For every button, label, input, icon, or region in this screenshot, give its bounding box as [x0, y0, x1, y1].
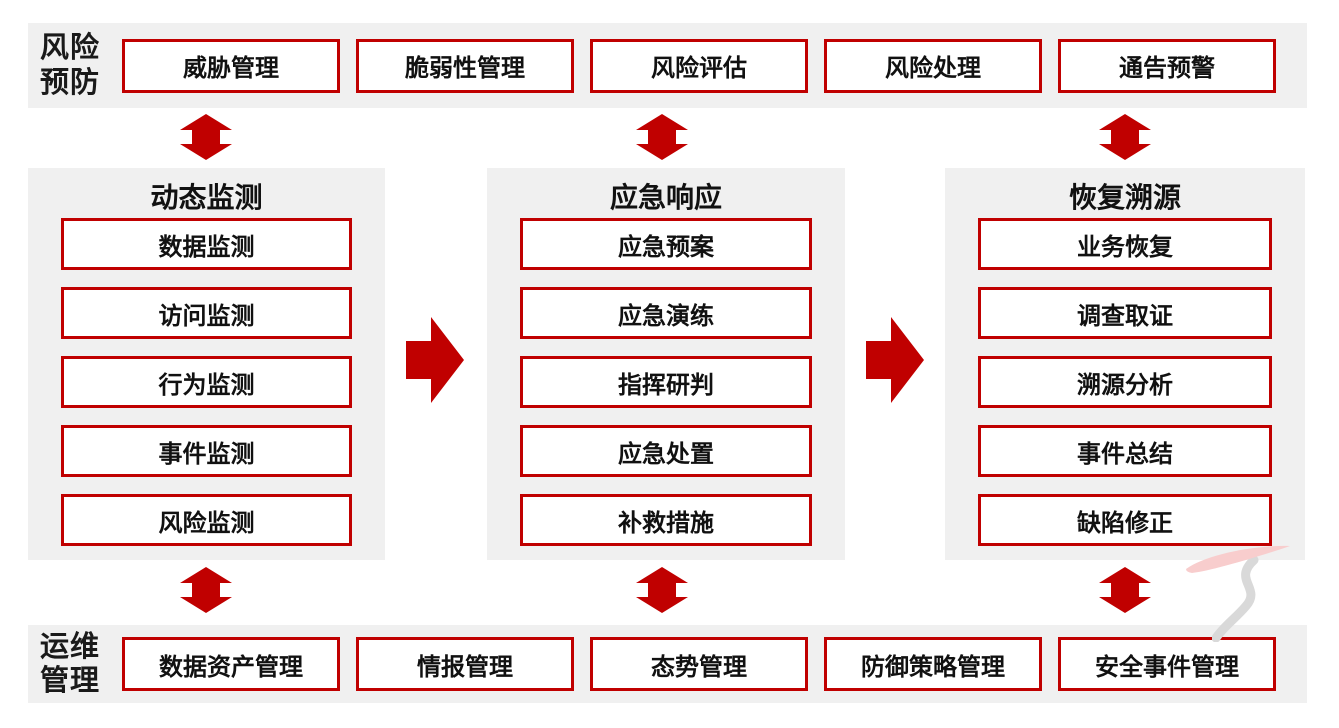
panel-boxes: 业务恢复 调查取证 溯源分析 事件总结 缺陷修正 — [945, 218, 1305, 546]
double-arrow-icon — [1096, 114, 1154, 160]
box-event-monitoring: 事件监测 — [61, 425, 352, 477]
box-threat-management: 威胁管理 — [122, 38, 340, 93]
panel-boxes: 应急预案 应急演练 指挥研判 应急处置 补救措施 — [487, 218, 845, 546]
ops-management-boxes: 数据资产管理 情报管理 态势管理 防御策略管理 安全事件管理 — [122, 637, 1307, 691]
double-arrow-icon — [177, 567, 235, 613]
box-risk-assessment: 风险评估 — [590, 38, 808, 93]
panel-recovery-traceability: 恢复溯源 业务恢复 调查取证 溯源分析 事件总结 缺陷修正 — [945, 168, 1305, 560]
risk-prevention-label: 风险预防 — [40, 32, 101, 99]
box-investigation: 调查取证 — [978, 287, 1272, 339]
box-security-event-management: 安全事件管理 — [1058, 637, 1276, 691]
panel-title: 恢复溯源 — [1068, 182, 1181, 213]
risk-prevention-row: 风险预防 威胁管理 脆弱性管理 风险评估 风险处理 通告预警 — [28, 23, 1307, 108]
ops-management-label: 运维管理 — [40, 630, 101, 697]
double-arrow-icon — [633, 114, 691, 160]
box-emergency-plan: 应急预案 — [520, 218, 812, 270]
box-access-monitoring: 访问监测 — [61, 287, 352, 339]
box-notice-warning: 通告预警 — [1058, 38, 1276, 93]
box-event-summary: 事件总结 — [978, 425, 1272, 477]
box-emergency-drill: 应急演练 — [520, 287, 812, 339]
panel-title: 动态监测 — [150, 182, 263, 213]
box-intelligence-management: 情报管理 — [356, 637, 574, 691]
panel-dynamic-monitoring: 动态监测 数据监测 访问监测 行为监测 事件监测 风险监测 — [28, 168, 385, 560]
box-risk-handling: 风险处理 — [824, 38, 1042, 93]
box-data-asset-management: 数据资产管理 — [122, 637, 340, 691]
box-risk-monitoring: 风险监测 — [61, 494, 352, 546]
risk-prevention-boxes: 威胁管理 脆弱性管理 风险评估 风险处理 通告预警 — [122, 38, 1307, 93]
box-trace-analysis: 溯源分析 — [978, 356, 1272, 408]
box-remedial-measures: 补救措施 — [520, 494, 812, 546]
panel-boxes: 数据监测 访问监测 行为监测 事件监测 风险监测 — [28, 218, 385, 546]
box-defense-policy-management: 防御策略管理 — [824, 637, 1042, 691]
box-business-recovery: 业务恢复 — [978, 218, 1272, 270]
box-behavior-monitoring: 行为监测 — [61, 356, 352, 408]
panel-title: 应急响应 — [609, 182, 722, 213]
box-vulnerability-management: 脆弱性管理 — [356, 38, 574, 93]
box-emergency-disposal: 应急处置 — [520, 425, 812, 477]
right-arrow-icon — [866, 317, 924, 403]
panel-emergency-response: 应急响应 应急预案 应急演练 指挥研判 应急处置 补救措施 — [487, 168, 845, 560]
ops-management-row: 运维管理 数据资产管理 情报管理 态势管理 防御策略管理 安全事件管理 — [28, 625, 1307, 703]
box-command-judgment: 指挥研判 — [520, 356, 812, 408]
right-arrow-icon — [406, 317, 464, 403]
double-arrow-icon — [633, 567, 691, 613]
box-defect-correction: 缺陷修正 — [978, 494, 1272, 546]
box-data-monitoring: 数据监测 — [61, 218, 352, 270]
double-arrow-icon — [177, 114, 235, 160]
box-situation-management: 态势管理 — [590, 637, 808, 691]
double-arrow-icon — [1096, 567, 1154, 613]
